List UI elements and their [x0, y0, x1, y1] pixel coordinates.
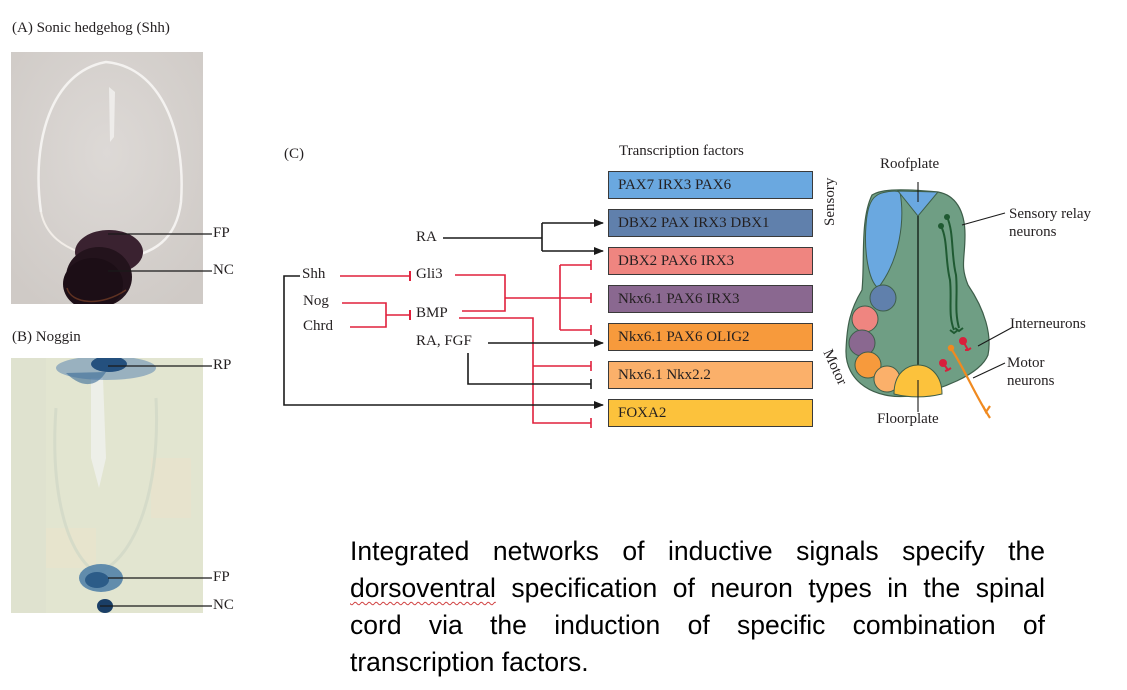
sensory-neuron-soma-icon	[938, 223, 944, 229]
signal-bmp: BMP	[416, 305, 448, 321]
caption-spellcheck-word[interactable]: dorsoventral	[350, 573, 496, 603]
motor-neuron-icon	[951, 349, 991, 419]
roofplate-label: Roofplate	[880, 156, 940, 172]
sensory-axis-label: Sensory	[822, 177, 838, 226]
signal-gli3: Gli3	[416, 266, 443, 282]
panel-a-nc-label: NC	[213, 262, 234, 278]
panel-b-label: (B) Noggin	[12, 329, 81, 345]
ra-fgf-inhibits-box6	[467, 353, 592, 389]
sensory-relay-neuron-icon	[940, 216, 964, 335]
motor-neurons-label-line2: neurons	[1007, 373, 1055, 389]
tf-header: Transcription factors	[619, 143, 744, 159]
panel-b-nc-label: NC	[213, 597, 234, 613]
sensory-relay-label-line2: neurons	[1009, 224, 1057, 240]
shh-section-drawing	[11, 52, 203, 304]
panel-a-fp-label: FP	[213, 225, 230, 241]
noggin-section-drawing	[11, 358, 203, 613]
slide-caption: Integrated networks of inductive signals…	[350, 533, 1045, 681]
domain-circle-4	[854, 351, 882, 379]
signaling-network	[283, 219, 604, 428]
signal-ra-fgf: RA, FGF	[416, 333, 472, 349]
inhibit-box4	[560, 293, 592, 303]
noggin-stain-photo	[11, 358, 203, 613]
bmp-inhibits-box6	[533, 361, 592, 371]
caption-text-end: specification of neuron types in the spi…	[350, 573, 1045, 677]
panel-b-callout-lines	[100, 365, 212, 607]
signal-shh: Shh	[302, 266, 326, 282]
sensory-neuron-soma-icon	[944, 214, 950, 220]
signal-nog: Nog	[303, 293, 329, 309]
shh-stain-photo	[11, 52, 203, 304]
motor-neurons-label-line1: Motor	[1007, 355, 1045, 371]
inhibit-box3	[560, 260, 592, 270]
motor-neuron-soma-icon	[947, 344, 955, 352]
panel-c-label: (C)	[284, 146, 304, 162]
tf-box-dbx2-pax6-irx3: DBX2 PAX6 IRX3	[608, 247, 813, 275]
panel-a-callout-lines	[108, 233, 212, 272]
signal-ra: RA	[416, 229, 437, 245]
tf-box-nkx61-pax6-irx3: Nkx6.1 PAX6 IRX3	[608, 285, 813, 313]
tf-box-pax7-irx3-pax6: PAX7 IRX3 PAX6	[608, 171, 813, 199]
gli3-bmp-merge	[455, 274, 506, 312]
tf-box-nkx61-nkx22: Nkx6.1 Nkx2.2	[608, 361, 813, 389]
tf-box-foxa2: FOXA2	[608, 399, 813, 427]
nog-chrd-merge	[342, 302, 387, 328]
tf-box-dbx2-pax-irx3-dbx1: DBX2 PAX IRX3 DBX1	[608, 209, 813, 237]
sensory-relay-label: Sensory relay neurons	[1009, 205, 1091, 241]
floorplate-label: Floorplate	[877, 411, 939, 427]
interneurons-label: Interneurons	[1010, 316, 1086, 332]
tf-box-nkx61-pax6-olig2: Nkx6.1 PAX6 OLIG2	[608, 323, 813, 351]
panel-a-label: (A) Sonic hedgehog (Shh)	[12, 20, 170, 36]
domain-circle-1	[869, 284, 897, 312]
domain-circle-2	[851, 305, 879, 333]
shh-to-foxa2-arrow	[283, 275, 604, 409]
schematic-leader-lines	[917, 182, 1014, 412]
inhibit-box5	[560, 325, 592, 335]
bmp-inhibits-box7	[459, 317, 592, 428]
motor-neurons-label: Motor neurons	[1007, 354, 1055, 390]
panel-b-fp-label: FP	[213, 569, 230, 585]
signal-chrd: Chrd	[303, 318, 333, 334]
interneuron-icon	[939, 337, 972, 372]
caption-text-start: Integrated networks of inductive signals…	[350, 536, 1045, 566]
spinal-cord-schematic	[845, 182, 1014, 419]
sensory-relay-label-line1: Sensory relay	[1009, 206, 1092, 222]
panel-b-rp-label: RP	[213, 357, 232, 373]
